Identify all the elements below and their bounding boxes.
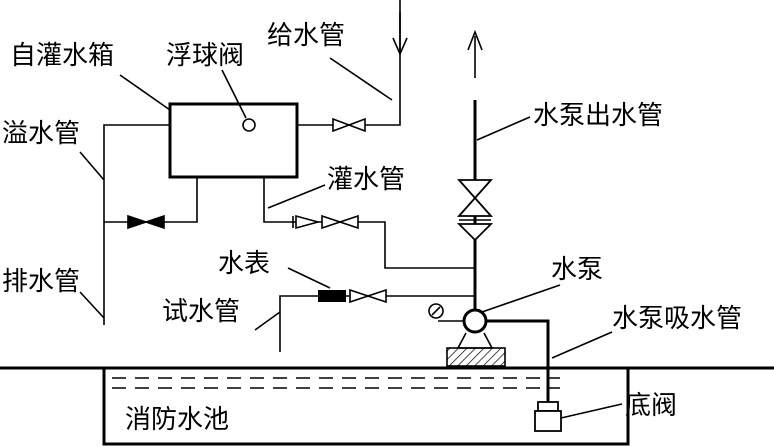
self-filling-tank [168,102,299,179]
label-pump: 水泵 [551,255,603,285]
leader-water-meter [287,267,331,289]
label-pump-outlet-pipe: 水泵出水管 [533,101,663,131]
label-drain-pipe: 排水管 [2,267,80,297]
label-self-filling-tank: 自灌水箱 [10,41,114,71]
test-pipe [279,295,475,352]
filling-check-valve [292,214,322,230]
supply-pipe [297,0,401,126]
supply-gate-valve [332,117,366,133]
pressure-gauge-needle [431,306,441,316]
outlet-check-valve [456,219,494,242]
label-overflow-pipe: 溢水管 [2,119,80,149]
label-water-meter: 水表 [218,249,270,279]
float-valve-ball [242,118,256,132]
leader-filling-pipe [267,184,326,209]
leader-tank [119,74,171,111]
leader-suction-pipe [551,331,613,359]
leader-float-valve [221,69,247,119]
test-gate-valve [349,288,387,304]
outlet-gate-valve [456,179,494,217]
leader-test-pipe [254,311,281,331]
foot-valve-top [537,401,559,412]
label-test-pipe: 试水管 [162,297,240,327]
overflow-drain-pipe [103,124,170,325]
pump-foundation [446,347,506,367]
pump-suction-pipe [486,319,550,402]
pressure-gauge-icon [428,303,444,319]
label-pump-suction-pipe: 水泵吸水管 [612,304,742,334]
label-fire-pool: 消防水池 [125,405,229,435]
water-meter [318,290,346,302]
pump-casing [462,308,488,334]
filling-pipe [263,177,475,269]
drain-valve [127,214,165,230]
filling-gate-valve [321,214,359,230]
pump-support [456,332,494,349]
leader-foot-valve [560,403,623,419]
label-float-valve: 浮球阀 [166,41,244,71]
fire-pool-outline [102,368,630,446]
tank-drain-branch [104,177,198,223]
leader-overflow-pipe [79,151,105,181]
leader-drain-pipe [79,291,105,319]
leader-supply-pipe [329,57,393,101]
label-foot-valve: 底阀 [625,391,677,421]
label-supply-pipe: 给水管 [267,21,345,51]
leader-pump [481,284,561,313]
supply-arrow-head [392,37,408,56]
foot-valve-body [534,410,562,432]
outlet-arrow-head [467,29,483,51]
leader-outlet-pipe [476,116,531,141]
label-filling-pipe: 灌水管 [327,165,405,195]
